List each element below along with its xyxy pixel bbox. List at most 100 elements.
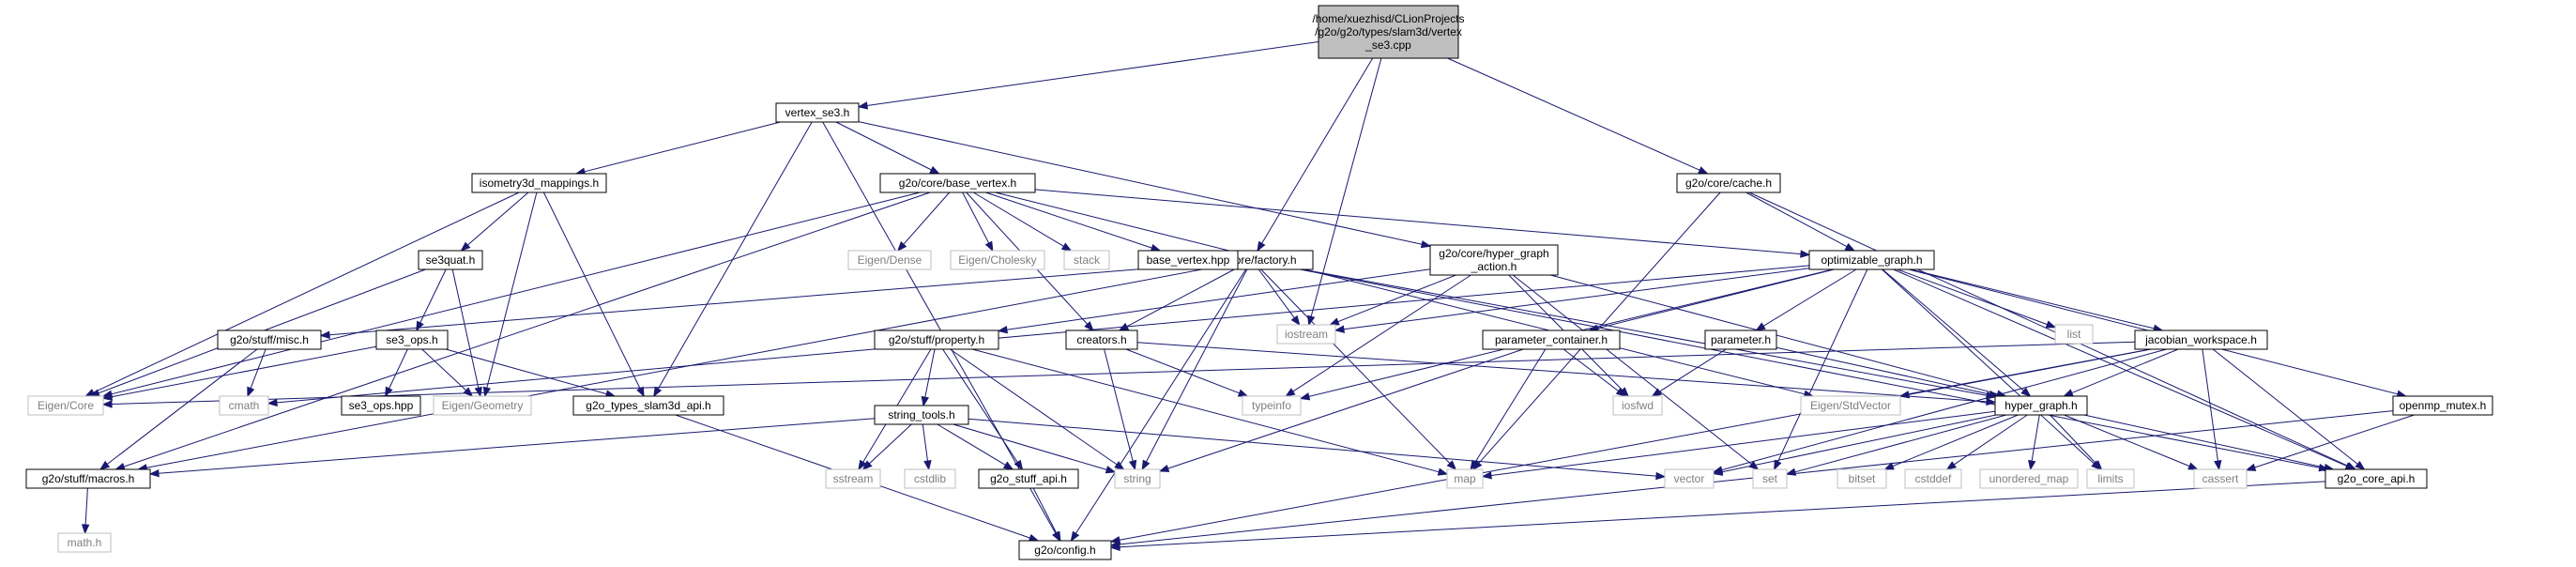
node-label: cmath xyxy=(229,399,260,412)
dependency-edge-se3_ops_h-to-eigen_core xyxy=(101,345,377,401)
node-property-h[interactable]: g2o/stuff/property.h xyxy=(874,329,999,350)
dependency-edge-hyper_graph_h-to-core_api_h xyxy=(2083,414,2335,472)
dependency-edge-jacobian_workspace_h-to-hyper_graph_h xyxy=(2063,348,2179,397)
dependency-edge-se3quat_h-to-eigen_geometry xyxy=(451,268,482,398)
node-creators-h[interactable]: creators.h xyxy=(1065,329,1138,350)
node-label: _action.h xyxy=(1471,260,1517,273)
node-config-h[interactable]: g2o/config.h xyxy=(1018,540,1112,560)
node-vertex-se3-h[interactable]: vertex_se3.h xyxy=(775,102,860,123)
node-se3quat-h[interactable]: se3quat.h xyxy=(418,250,483,270)
dependency-edge-openmp_mutex_h-to-cassert xyxy=(2245,414,2415,471)
node-label: se3_ops.hpp xyxy=(349,399,414,412)
dependency-edge-isometry3d_mappings_h-to-slam3d_api_h xyxy=(542,192,645,398)
dependency-edge-core_api_h-to-config_h xyxy=(1109,481,2326,552)
node-label: unordered_map xyxy=(1989,472,2069,485)
dependency-edge-base_vertex_h-to-stack xyxy=(973,192,1073,252)
node-eigen-geometry: Eigen/Geometry xyxy=(433,395,532,416)
dependency-edge-vertex_se3_h-to-hyper_graph_action_h xyxy=(858,121,1432,249)
dependency-edge-vertex_se3_h-to-isometry3d_mappings_h xyxy=(574,121,781,176)
node-eigen-cholesky: Eigen/Cholesky xyxy=(950,250,1045,270)
dependency-edge-se3_ops_h-to-slam3d_api_h xyxy=(445,348,617,398)
node-hyper-graph-action-h[interactable]: g2o/core/hyper_graph_action.h xyxy=(1429,244,1559,276)
node-label: isometry3d_mappings.h xyxy=(480,176,599,190)
dependency-edge-jacobian_workspace_h-to-eigen_core xyxy=(101,341,2136,408)
node-label: string_tools.h xyxy=(888,408,954,421)
node-openmp-mutex-h[interactable]: openmp_mutex.h xyxy=(2392,395,2493,416)
node-set: set xyxy=(1752,468,1788,489)
node-label: list xyxy=(2067,328,2081,341)
node-root[interactable]: /home/xuezhisd/CLionProjects/g2o/g2o/typ… xyxy=(1312,5,1465,59)
dependency-edge-optimizable_graph_h-to-cmath xyxy=(267,265,1810,407)
dependency-edge-root-to-vertex_se3_h xyxy=(857,41,1319,110)
dependency-edge-se3_ops_h-to-eigen_geometry xyxy=(421,348,474,397)
node-label: g2o/core/cache.h xyxy=(1685,176,1772,190)
dependency-edge-hyper_graph_h-to-cassert xyxy=(2064,414,2199,470)
node-label: vector xyxy=(1674,472,1705,485)
node-parameter-h[interactable]: parameter.h xyxy=(1704,329,1777,350)
node-cache-h[interactable]: g2o/core/cache.h xyxy=(1676,173,1781,193)
node-slam3d-api-h[interactable]: g2o_types_slam3d_api.h xyxy=(572,395,724,416)
dependency-edge-hyper_graph_h-to-unordered_map xyxy=(2028,414,2040,471)
node-isometry3d-mappings-h[interactable]: isometry3d_mappings.h xyxy=(471,173,607,193)
node-layer: /home/xuezhisd/CLionProjects/g2o/g2o/typ… xyxy=(25,5,2493,560)
dependency-edge-base_vertex_h-to-eigen_dense xyxy=(896,192,951,253)
node-label: cstdlib xyxy=(914,472,946,485)
node-label: jacobian_workspace.h xyxy=(2144,333,2257,346)
node-jacobian-workspace-h[interactable]: jacobian_workspace.h xyxy=(2134,329,2268,350)
dependency-edge-base_vertex_h-to-eigen_stdvector xyxy=(995,192,1815,398)
node-macros-h[interactable]: g2o/stuff/macros.h xyxy=(25,468,151,489)
dependency-edge-isometry3d_mappings_h-to-eigen_geometry xyxy=(482,192,538,398)
dependency-edge-vertex_se3_h-to-slam3d_api_h xyxy=(653,121,813,398)
node-label: stack xyxy=(1074,253,1101,267)
node-se3-ops-h[interactable]: se3_ops.h xyxy=(375,329,449,350)
node-cstddef: cstddef xyxy=(1904,468,1962,489)
node-eigen-stdvector: Eigen/StdVector xyxy=(1800,395,1901,416)
dependency-edge-factory_h-to-config_h xyxy=(1070,268,1247,543)
node-label: string xyxy=(1123,472,1151,485)
dependency-edge-hyper_graph_action_h-to-property_h xyxy=(997,268,1431,334)
node-string-tools-h[interactable]: string_tools.h xyxy=(874,405,969,425)
node-optimizable-graph-h[interactable]: optimizable_graph.h xyxy=(1808,250,1935,270)
dependency-edge-base_vertex_h-to-eigen_cholesky xyxy=(962,192,994,253)
dependency-edge-factory_h-to-string xyxy=(1141,268,1248,471)
dependency-edge-se3quat_h-to-se3_ops_h xyxy=(416,268,447,332)
node-eigen-core: Eigen/Core xyxy=(27,395,104,416)
dependency-edge-vertex_se3_h-to-base_vertex_h xyxy=(835,121,940,175)
node-base-vertex-hpp[interactable]: base_vertex.hpp xyxy=(1137,250,1239,270)
dependency-edge-hyper_graph_action_h-to-set xyxy=(1512,274,1760,470)
node-label: math.h xyxy=(68,536,102,549)
node-core-api-h[interactable]: g2o_core_api.h xyxy=(2324,468,2428,489)
dependency-edge-optimizable_graph_h-to-parameter_h xyxy=(1755,268,1857,331)
node-label: base_vertex.hpp xyxy=(1147,253,1230,267)
dependency-edge-hyper_graph_h-to-limits xyxy=(2050,414,2103,470)
node-label: Eigen/Geometry xyxy=(442,399,524,412)
node-label: set xyxy=(1762,472,1778,485)
node-label: sstream xyxy=(833,472,874,485)
node-misc-h[interactable]: g2o/stuff/misc.h xyxy=(217,329,322,350)
node-limits: limits xyxy=(2086,468,2135,489)
node-label: Eigen/Dense xyxy=(858,253,922,267)
node-label: map xyxy=(1454,472,1476,485)
dependency-edge-jacobian_workspace_h-to-config_h xyxy=(1109,348,2151,544)
dependency-edge-optimizable_graph_h-to-set xyxy=(1774,268,1868,471)
node-base-vertex-h[interactable]: g2o/core/base_vertex.h xyxy=(879,173,1036,193)
dependency-edge-hyper_graph_h-to-map xyxy=(1481,410,1996,480)
dependency-edge-optimizable_graph_h-to-list xyxy=(1897,268,2057,329)
dependency-edge-hyper_graph_action_h-to-iostream xyxy=(1329,274,1456,326)
node-label: Eigen/Core xyxy=(38,399,94,412)
dependency-edge-hyper_graph_h-to-cstddef xyxy=(1945,414,2028,470)
node-hyper-graph-h[interactable]: hyper_graph.h xyxy=(1994,395,2088,416)
dependency-edge-parameter_h-to-iosfwd xyxy=(1651,348,1727,397)
node-se3-ops-hpp[interactable]: se3_ops.hpp xyxy=(341,395,421,416)
node-parameter-container-h[interactable]: parameter_container.h xyxy=(1482,329,1621,350)
node-cassert: cassert xyxy=(2193,468,2248,489)
node-label: openmp_mutex.h xyxy=(2400,399,2487,412)
node-label: typeinfo xyxy=(1252,399,1291,412)
node-sstream: sstream xyxy=(825,468,881,489)
dependency-edge-optimizable_graph_h-to-jacobian_workspace_h xyxy=(1910,268,2164,332)
node-stuff-api-h[interactable]: g2o_stuff_api.h xyxy=(978,468,1079,489)
node-iosfwd: iosfwd xyxy=(1612,395,1663,416)
node-unordered-map: unordered_map xyxy=(1979,468,2079,489)
dependency-edge-factory_h-to-iostream xyxy=(1258,268,1301,327)
